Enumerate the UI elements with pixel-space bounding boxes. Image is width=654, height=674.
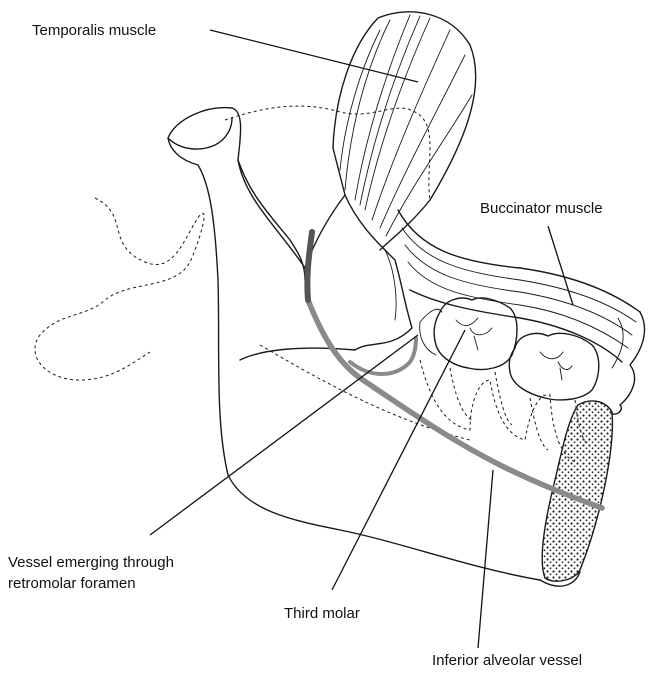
leader-retromolar <box>150 335 418 535</box>
leader-buccinator <box>548 226 573 305</box>
label-buccinator-muscle: Buccinator muscle <box>480 200 603 218</box>
condyle <box>168 118 232 149</box>
dashed-canal <box>260 345 470 440</box>
label-temporalis-muscle: Temporalis muscle <box>32 22 156 40</box>
bone-cross-section <box>540 401 612 586</box>
buccinator-muscle <box>398 210 645 414</box>
ramus-contour <box>238 160 305 280</box>
dashed-contour-left <box>35 198 204 380</box>
second-molar-tooth <box>509 333 599 400</box>
label-vessel-emerging-line2: retromolar foramen <box>8 575 136 593</box>
label-vessel-emerging-line1: Vessel emerging through <box>8 554 174 572</box>
mandible-outline <box>168 108 540 580</box>
label-inferior-alveolar-vessel: Inferior alveolar vessel <box>432 652 582 670</box>
label-third-molar: Third molar <box>284 605 360 623</box>
coronoid-contour <box>333 148 345 195</box>
dashed-contour-teeth <box>420 360 575 462</box>
leader-inferior-alveolar <box>478 470 493 648</box>
leader-temporalis <box>210 30 418 82</box>
temporalis-muscle <box>333 12 476 250</box>
vessel-dark-segment <box>307 232 312 300</box>
